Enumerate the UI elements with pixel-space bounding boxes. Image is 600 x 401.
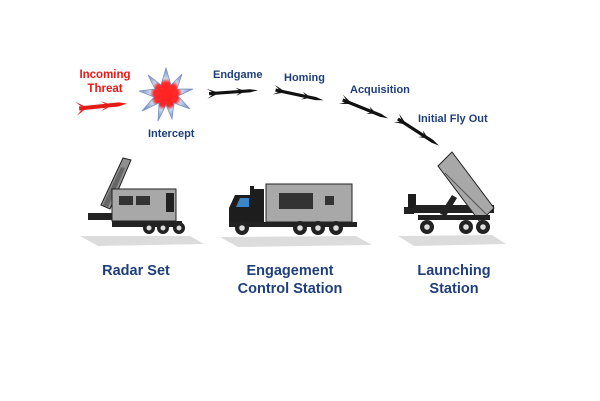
ecs-label-line1: Engagement: [246, 263, 334, 279]
radar-truck-icon: [88, 157, 185, 234]
launching-label-line1: Launching: [417, 263, 491, 279]
incoming-threat-missile-icon: [75, 101, 127, 116]
launcher-truck-icon: [404, 151, 495, 234]
initial-fly-out-label: Initial Fly Out: [418, 113, 488, 125]
launching-station-label: Launching Station: [406, 262, 502, 298]
incoming-threat-label-line1: Incoming: [79, 69, 131, 81]
control-station-truck-icon: [229, 183, 357, 235]
ground-shadow: [80, 235, 506, 247]
interceptor-missile-icon: [206, 87, 258, 99]
ecs-label-line2: Control Station: [237, 281, 343, 297]
engagement-control-station-label: Engagement Control Station: [222, 262, 358, 298]
acquisition-label: Acquisition: [350, 84, 410, 96]
interceptor-missile-icon: [272, 84, 324, 101]
launching-label-line2: Station: [429, 281, 479, 297]
incoming-threat-label: Incoming Threat: [70, 68, 140, 96]
endgame-label: Endgame: [213, 69, 263, 81]
intercept-explosion-icon: [138, 66, 194, 122]
intercept-label: Intercept: [148, 128, 195, 140]
interceptor-missile-icon: [393, 113, 439, 146]
homing-label: Homing: [284, 72, 325, 84]
radar-set-label: Radar Set: [102, 263, 170, 279]
interceptor-missile-icon: [339, 94, 389, 119]
incoming-threat-label-line2: Threat: [87, 83, 123, 95]
